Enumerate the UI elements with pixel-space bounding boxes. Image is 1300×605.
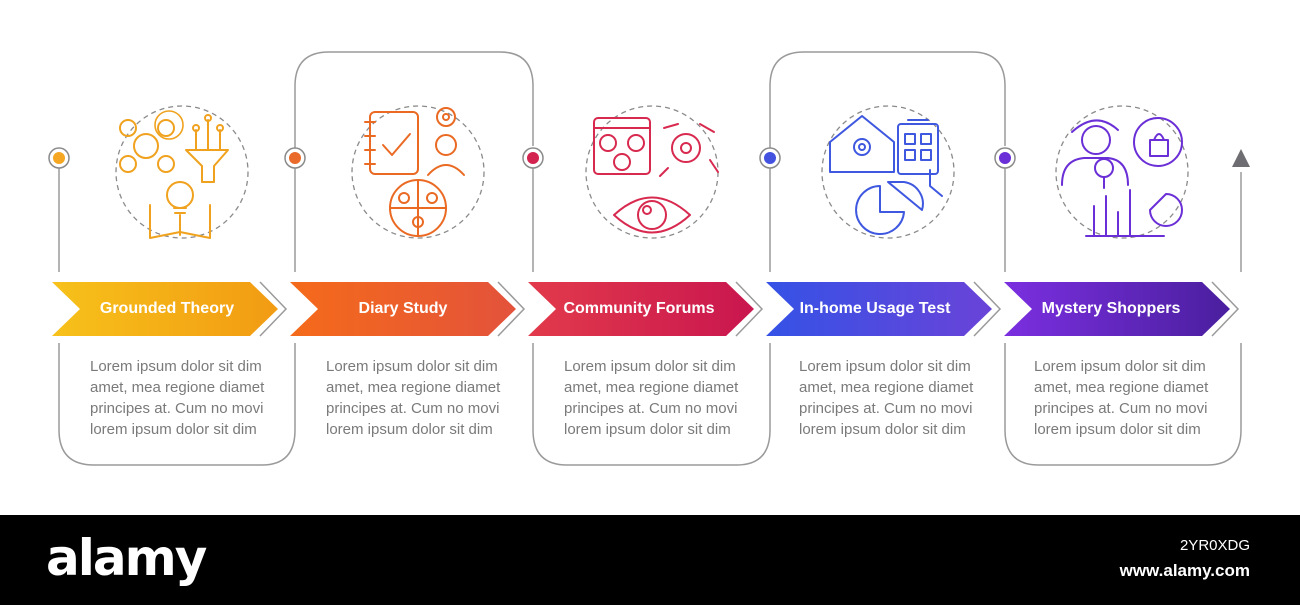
- step-1-description: Lorem ipsum dolor sit dim amet, mea regi…: [90, 358, 265, 438]
- in-home-usage-test-icon: [829, 115, 943, 235]
- step-5-chevron-outline: [1211, 281, 1240, 337]
- step-5-description: Lorem ipsum dolor sit dim amet, mea regi…: [1034, 358, 1209, 438]
- image-id: 2YR0XDG: [1179, 537, 1250, 554]
- step-4-title: In-home Usage Test: [799, 300, 951, 317]
- grounded-theory-icon: [119, 110, 229, 239]
- step-1-marker-dot: [53, 152, 65, 164]
- step-4-ribbon: [766, 282, 992, 336]
- frame-step-1-lower: [58, 343, 296, 466]
- step-3-ribbon: [528, 282, 754, 336]
- frame-step-4: [769, 51, 1006, 272]
- step-4-chevron-outline: [973, 281, 1002, 337]
- step-5-title: Mystery Shoppers: [1041, 300, 1181, 317]
- step-2-title: Diary Study: [358, 300, 448, 317]
- step-2-description: Lorem ipsum dolor sit dim amet, mea regi…: [326, 358, 501, 438]
- site-url: www.alamy.com: [1119, 561, 1250, 580]
- frame-step-2: [294, 51, 534, 272]
- step-4-marker-dot: [764, 152, 776, 164]
- frame-lines: [58, 51, 1242, 466]
- step-5-ribbon: [1004, 282, 1230, 336]
- icon-circle-3: [585, 105, 719, 239]
- step-1-title: Grounded Theory: [99, 300, 235, 317]
- community-forums-icon: [593, 117, 719, 234]
- diagram-canvas: [48, 51, 1250, 466]
- step-1-ribbon: [52, 282, 278, 336]
- process-infographic: Grounded Theory Diary Study Community Fo…: [48, 51, 1250, 466]
- step-2-ribbon: [290, 282, 516, 336]
- watermark-bar: alamy 2YR0XDG www.alamy.com: [0, 515, 1300, 605]
- frame-step-3-lower: [532, 343, 771, 466]
- up-arrow-icon: [1232, 149, 1250, 167]
- step-3-chevron-outline: [735, 281, 764, 337]
- frame-step-5-lower: [1004, 343, 1242, 466]
- mystery-shoppers-icon: [1061, 117, 1183, 237]
- icon-circle-4: [821, 105, 955, 239]
- diary-study-icon: [364, 107, 465, 237]
- step-4-description: Lorem ipsum dolor sit dim amet, mea regi…: [799, 358, 974, 438]
- icon-circle-2: [351, 105, 485, 239]
- icon-circle-1: [115, 105, 249, 239]
- step-1-chevron-outline: [259, 281, 288, 337]
- brand-logo: alamy: [46, 529, 207, 587]
- step-3-title: Community Forums: [563, 300, 715, 317]
- step-3-marker-dot: [527, 152, 539, 164]
- step-3-description: Lorem ipsum dolor sit dim amet, mea regi…: [564, 358, 739, 438]
- step-2-chevron-outline: [497, 281, 526, 337]
- step-5-marker-dot: [999, 152, 1011, 164]
- step-2-marker-dot: [289, 152, 301, 164]
- icon-circle-5: [1055, 105, 1189, 239]
